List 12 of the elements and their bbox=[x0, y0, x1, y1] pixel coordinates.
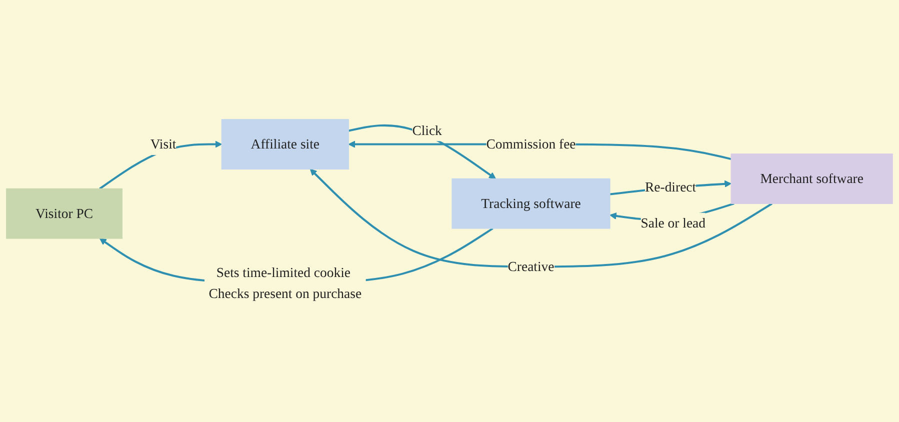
edge-label: Sets time-limited cookie Checks present on purchase bbox=[208, 264, 362, 300]
node-box: Visitor PC bbox=[6, 188, 122, 238]
edge-label: Visit bbox=[150, 136, 176, 152]
edge-label: Commission fee bbox=[486, 136, 576, 152]
edge-label: Creative bbox=[508, 258, 554, 274]
edge-label: Re-direct bbox=[645, 178, 696, 194]
arrow bbox=[310, 168, 773, 268]
node-box: Affiliate site bbox=[221, 118, 349, 170]
node-box: Merchant software bbox=[730, 153, 893, 204]
edge-label: Click bbox=[412, 122, 442, 138]
node-box: Tracking software bbox=[452, 178, 610, 228]
edge-label: Sale or lead bbox=[640, 214, 706, 230]
